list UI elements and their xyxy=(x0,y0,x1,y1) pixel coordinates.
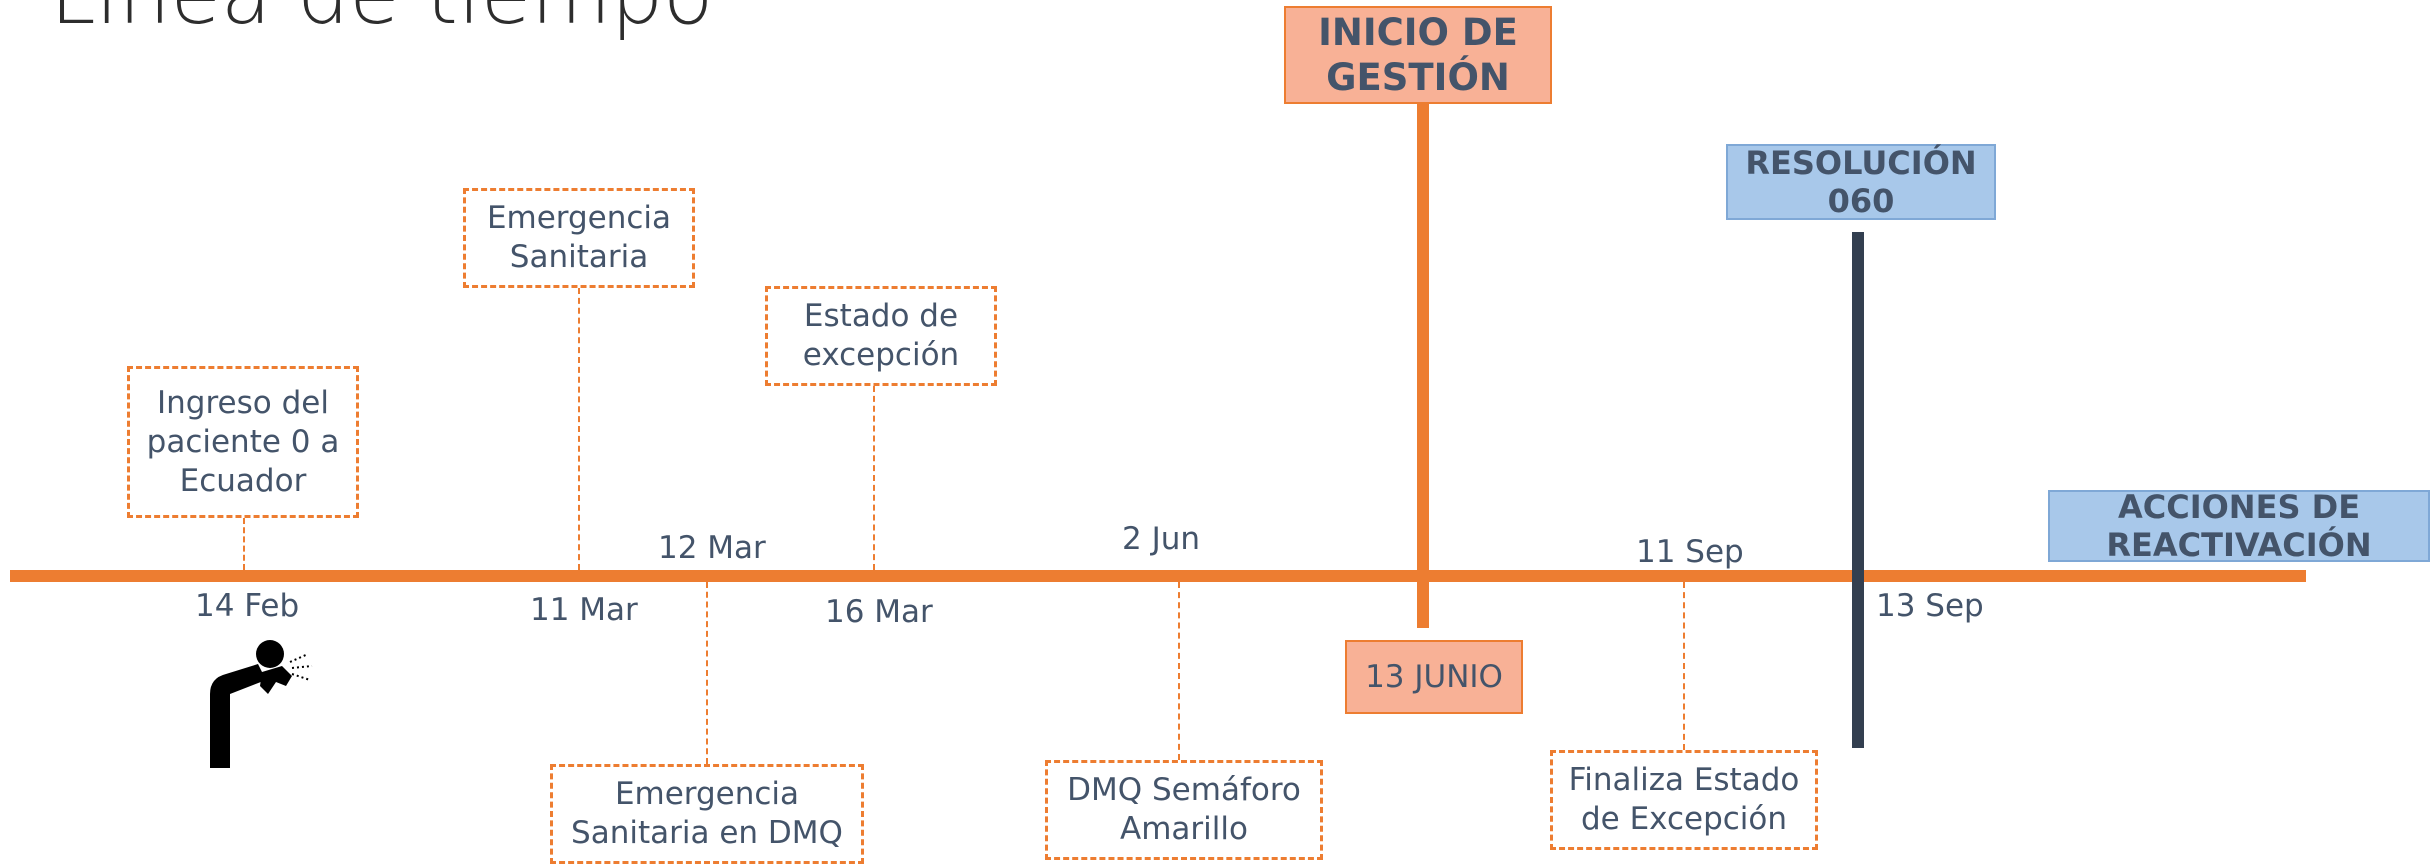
event-label: Estado de excepción xyxy=(802,298,960,373)
milestone-acciones-reactivacion: ACCIONES DE REACTIVACIÓN xyxy=(2048,488,2430,564)
milestone-label: INICIO DE GESTIÓN xyxy=(1318,11,1518,99)
event-label: Emergencia Sanitaria en DMQ xyxy=(571,776,843,851)
event-box-ingreso: Ingreso del paciente 0 a Ecuador xyxy=(127,366,359,518)
event-date: 2 Jun xyxy=(1122,521,1201,557)
event-date: 14 Feb xyxy=(195,588,300,624)
event-connector xyxy=(1178,582,1180,760)
milestone-inicio-gestion: INICIO DE GESTIÓN xyxy=(1284,6,1552,104)
event-connector xyxy=(1683,582,1685,750)
timeline-axis xyxy=(10,570,2306,582)
event-connector xyxy=(578,288,580,570)
milestone-line-resolucion xyxy=(1852,232,1864,748)
milestone-line-inicio xyxy=(1417,104,1429,628)
event-date: 16 Mar xyxy=(825,594,933,630)
event-connector xyxy=(706,582,708,764)
event-connector xyxy=(873,386,875,570)
event-box-emergencia-dmq: Emergencia Sanitaria en DMQ xyxy=(550,764,864,864)
event-label: Finaliza Estado de Excepción xyxy=(1568,762,1800,837)
event-label: DMQ Semáforo Amarillo xyxy=(1067,772,1301,847)
event-label: Ingreso del paciente 0 a Ecuador xyxy=(146,384,340,499)
event-box-excepcion: Estado de excepción xyxy=(765,286,997,386)
milestone-label: ACCIONES DE REACTIVACIÓN xyxy=(2106,488,2372,564)
page-title: Línea de tiempo xyxy=(50,0,713,43)
milestone-resolucion-060: RESOLUCIÓN 060 xyxy=(1726,144,1996,220)
milestone-label: RESOLUCIÓN 060 xyxy=(1745,144,1977,220)
event-box-finaliza-excepcion: Finaliza Estado de Excepción xyxy=(1550,750,1818,850)
milestone-date: 13 Sep xyxy=(1876,588,1984,624)
event-box-emergencia: Emergencia Sanitaria xyxy=(463,188,695,288)
event-connector xyxy=(243,518,245,570)
event-date: 11 Mar xyxy=(530,592,638,628)
event-label: Emergencia Sanitaria xyxy=(486,200,672,275)
milestone-date: 13 JUNIO xyxy=(1365,659,1503,695)
milestone-date-box: 13 JUNIO xyxy=(1345,640,1523,714)
event-date: 11 Sep xyxy=(1636,534,1744,570)
event-box-semaforo: DMQ Semáforo Amarillo xyxy=(1045,760,1323,860)
event-date: 12 Mar xyxy=(658,530,766,566)
person-coughing-icon xyxy=(196,636,316,768)
